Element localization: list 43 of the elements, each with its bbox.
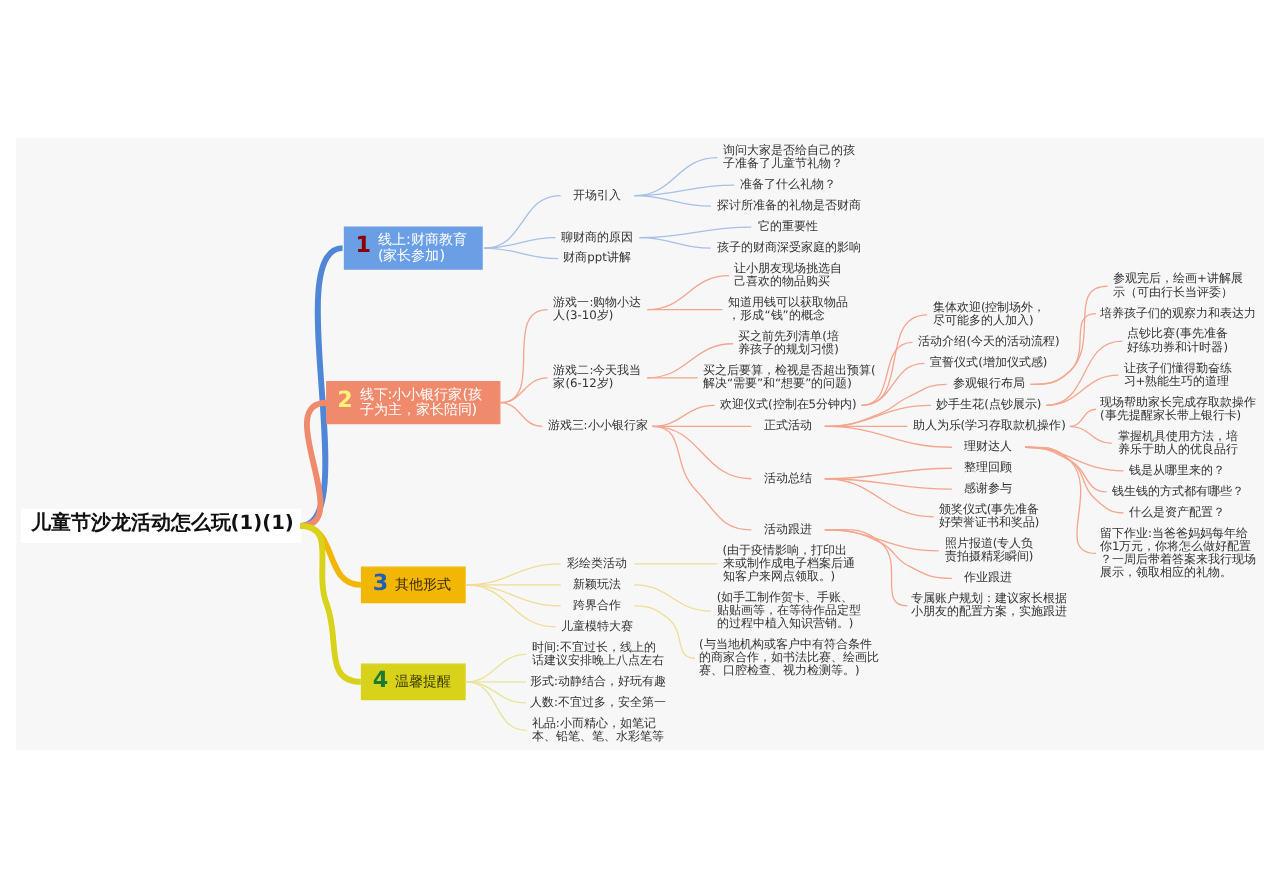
connector (860, 361, 926, 405)
connector (633, 604, 696, 658)
connector (1069, 424, 1113, 443)
connector (824, 382, 948, 426)
connector (633, 194, 712, 206)
connector (860, 340, 914, 405)
connector (499, 308, 549, 403)
connector (465, 680, 527, 682)
connector (824, 477, 935, 517)
connector (1069, 407, 1097, 426)
connector (1029, 311, 1097, 385)
connector (465, 652, 528, 682)
connector (824, 424, 953, 447)
connector (651, 403, 716, 426)
connector (646, 376, 699, 378)
connector (465, 680, 528, 730)
connector (651, 424, 753, 530)
connector (860, 313, 928, 405)
connector (1024, 445, 1097, 554)
connector (646, 342, 734, 378)
connector (483, 235, 557, 248)
connector (499, 401, 544, 426)
connector (824, 528, 940, 551)
connector (299, 398, 328, 528)
node-box: 儿童节沙龙活动怎么玩(1)(1) (20, 507, 302, 542)
connector (499, 376, 549, 403)
connector (1029, 284, 1109, 385)
connector (633, 583, 712, 611)
connector (299, 244, 344, 528)
connector (638, 235, 712, 248)
connector (646, 273, 730, 310)
connector (1045, 373, 1119, 405)
connector (824, 527, 908, 606)
connector (824, 403, 932, 426)
connector (465, 583, 562, 606)
connector (1045, 339, 1123, 405)
connector (465, 680, 527, 703)
connector (824, 528, 953, 578)
connector (646, 308, 724, 310)
connector (465, 583, 557, 627)
connector (633, 562, 718, 564)
connector (483, 194, 562, 248)
connector (483, 246, 559, 259)
